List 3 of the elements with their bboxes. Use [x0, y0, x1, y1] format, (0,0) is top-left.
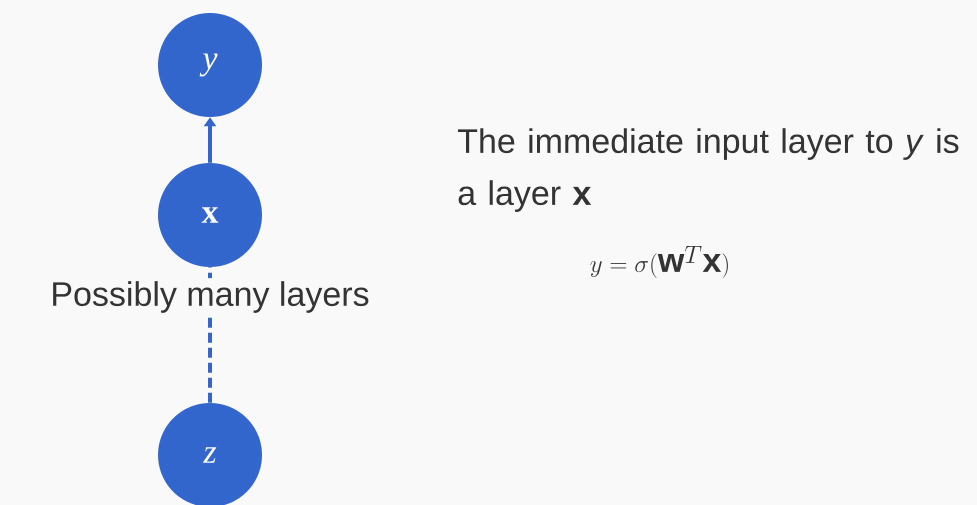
description-text: The immediate input layer to y is a layer x	[458, 128, 958, 212]
caption-text: Possibly many layers	[47, 278, 373, 316]
formula: $y = \sigma(\mathbf{w}^{T}\mathbf{x})$	[590, 246, 728, 278]
